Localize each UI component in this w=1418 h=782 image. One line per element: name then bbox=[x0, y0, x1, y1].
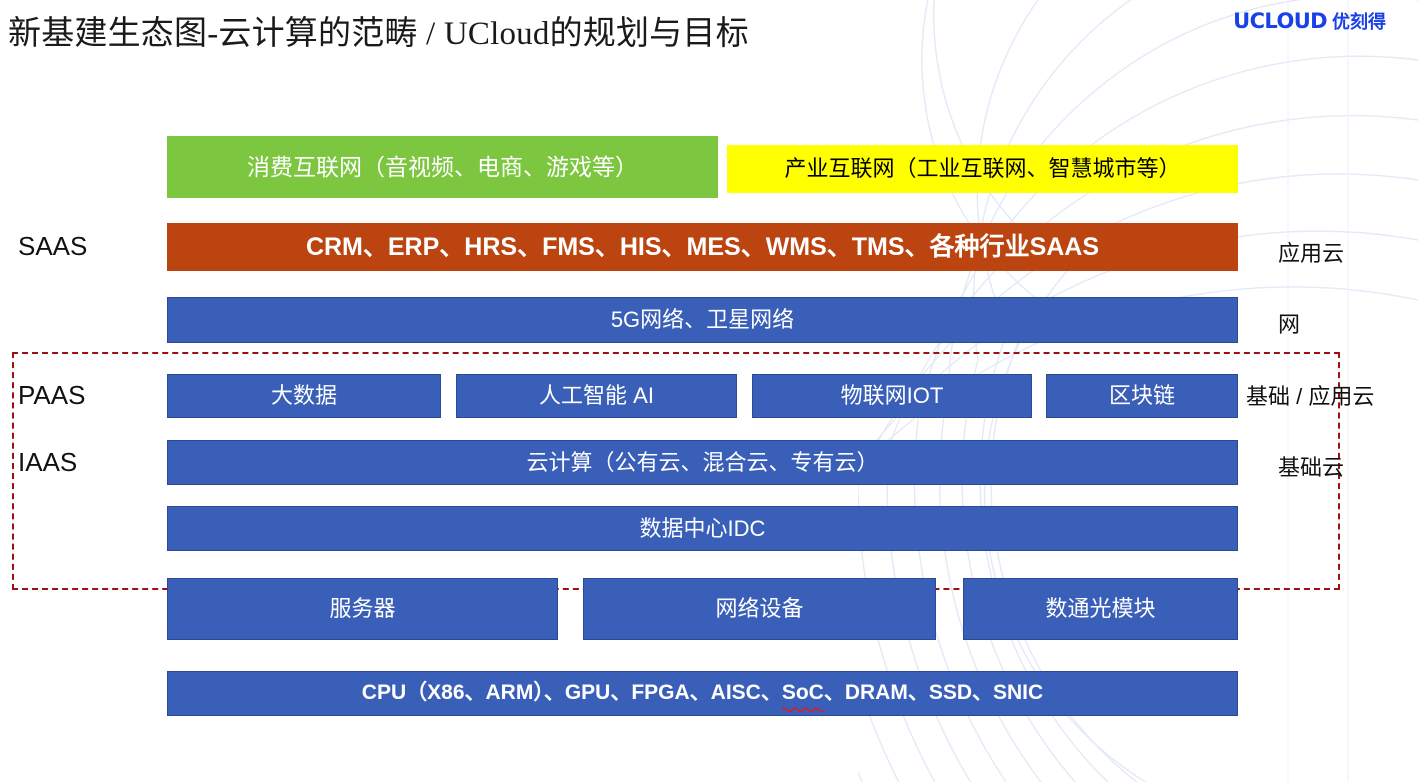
tier-internet-row: 消费互联网（音视频、电商、游戏等） 产业互联网（工业互联网、智慧城市等） bbox=[0, 136, 1418, 198]
box-industrial-internet[interactable]: 产业互联网（工业互联网、智慧城市等） bbox=[727, 145, 1238, 193]
logo-wordmark-en: UCLOUD bbox=[1233, 9, 1327, 33]
tier-paas-row: 大数据 人工智能 AI 物联网IOT 区块链 bbox=[0, 374, 1418, 418]
chips-text-after: 、DRAM、SSD、SNIC bbox=[823, 681, 1044, 705]
tier-label-application-cloud: 应用云 bbox=[1278, 241, 1345, 266]
box-server[interactable]: 服务器 bbox=[167, 578, 558, 640]
tier-label-infra-application-cloud: 基础 / 应用云 bbox=[1246, 384, 1375, 409]
box-5g-satellite-network[interactable]: 5G网络、卫星网络 bbox=[167, 297, 1238, 343]
box-saas-applications[interactable]: CRM、ERP、HRS、FMS、HIS、MES、WMS、TMS、各种行业SAAS bbox=[167, 223, 1238, 271]
tier-label-iaas: IAAS bbox=[18, 447, 78, 477]
box-consumer-internet[interactable]: 消费互联网（音视频、电商、游戏等） bbox=[167, 136, 718, 198]
tier-network-row: 5G网络、卫星网络 bbox=[0, 297, 1418, 343]
spellcheck-squiggle-icon bbox=[781, 706, 824, 712]
tier-label-paas: PAAS bbox=[18, 380, 86, 410]
box-cloud-computing[interactable]: 云计算（公有云、混合云、专有云） bbox=[167, 440, 1238, 485]
tier-iaas-row: 云计算（公有云、混合云、专有云） bbox=[0, 440, 1418, 485]
chips-misspelled-word: SoC bbox=[781, 681, 824, 712]
box-blockchain[interactable]: 区块链 bbox=[1046, 374, 1238, 418]
tier-chips-row: CPU（X86、ARM）、GPU、FPGA、AISC、SoC、DRAM、SSD、… bbox=[0, 671, 1418, 716]
tier-label-infra-cloud: 基础云 bbox=[1278, 455, 1345, 480]
box-artificial-intelligence[interactable]: 人工智能 AI bbox=[456, 374, 737, 418]
tier-label-network: 网 bbox=[1278, 312, 1301, 337]
ucloud-logo: UCLOUD 优刻得 bbox=[1233, 8, 1386, 34]
chips-text-before: CPU（X86、ARM）、GPU、FPGA、AISC、 bbox=[361, 681, 782, 705]
box-network-equipment[interactable]: 网络设备 bbox=[583, 578, 936, 640]
page-title: 新基建生态图-云计算的范畴 / UCloud的规划与目标 bbox=[8, 16, 749, 52]
logo-wordmark-cn: 优刻得 bbox=[1332, 12, 1386, 32]
box-chips-components[interactable]: CPU（X86、ARM）、GPU、FPGA、AISC、SoC、DRAM、SSD、… bbox=[167, 671, 1238, 716]
tier-idc-row: 数据中心IDC bbox=[0, 506, 1418, 551]
slide-header: 新基建生态图-云计算的范畴 / UCloud的规划与目标 UCLOUD 优刻得 bbox=[0, 0, 1418, 70]
tier-saas-row: CRM、ERP、HRS、FMS、HIS、MES、WMS、TMS、各种行业SAAS bbox=[0, 223, 1418, 271]
box-internet-of-things[interactable]: 物联网IOT bbox=[752, 374, 1032, 418]
box-big-data[interactable]: 大数据 bbox=[167, 374, 441, 418]
tier-label-saas: SAAS bbox=[18, 231, 88, 261]
box-optical-module[interactable]: 数通光模块 bbox=[963, 578, 1238, 640]
chips-misspelled-text: SoC bbox=[781, 681, 824, 705]
box-data-center-idc[interactable]: 数据中心IDC bbox=[167, 506, 1238, 551]
tier-hardware-row: 服务器 网络设备 数通光模块 bbox=[0, 578, 1418, 640]
